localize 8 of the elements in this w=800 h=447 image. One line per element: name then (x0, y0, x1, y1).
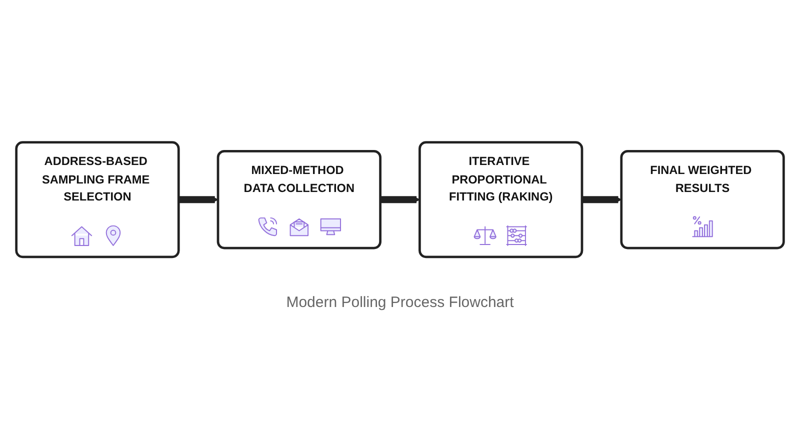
box-title: ADDRESS-BASED SAMPLING FRAME SELECTION (42, 155, 150, 204)
box-title: ITERATIVE PROPORTIONAL FITTING (RAKING) (448, 155, 553, 204)
box-title: MIXED-METHOD DATA COLLECTION (244, 164, 355, 196)
arrow (380, 196, 420, 204)
box-title: FINAL WEIGHTED RESULTS (650, 164, 752, 196)
arrow (178, 196, 218, 204)
caption: Modern Polling Process Flowchart (286, 294, 514, 311)
arrow (582, 196, 622, 204)
